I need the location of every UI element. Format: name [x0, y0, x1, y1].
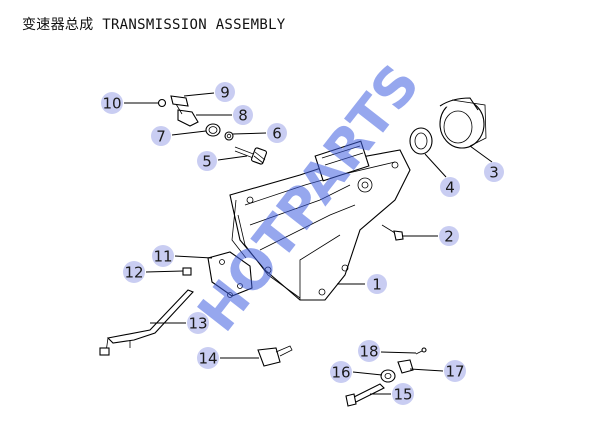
- callout-label-18: 18: [359, 343, 378, 361]
- callout-bubble-4: [440, 177, 460, 197]
- callout-bubble-15: [392, 383, 414, 405]
- callout-bubble-13: [187, 312, 209, 334]
- callout-label-7: 7: [156, 128, 166, 146]
- part-3-sleeve: [439, 97, 487, 149]
- callout-bubble-12: [123, 261, 145, 283]
- part-4-oil-seal: [409, 127, 433, 155]
- part-16-bushing: [380, 369, 396, 383]
- callout-bubble-17: [444, 360, 466, 382]
- callout-label-8: 8: [238, 107, 248, 125]
- callout-bubble-9: [215, 82, 235, 102]
- callout-labels: 1 2 3 4 5 6 7 8 9 10: [101, 82, 504, 405]
- callout-bubble-7: [151, 126, 171, 146]
- part-1-transmission-case: [229, 140, 411, 301]
- callout-label-16: 16: [331, 364, 350, 382]
- callout-label-3: 3: [489, 164, 499, 182]
- part-8-sensor: [175, 103, 199, 127]
- part-5-driven-gear: [234, 146, 268, 165]
- part-15-shaft: [345, 383, 385, 407]
- callout-bubble-11: [152, 245, 174, 267]
- callout-bubble-6: [267, 123, 287, 143]
- part-18-pin: [415, 347, 427, 355]
- page-title: 变速器总成 TRANSMISSION ASSEMBLY: [22, 17, 286, 33]
- callout-label-2: 2: [444, 228, 454, 246]
- callout-label-10: 10: [102, 95, 121, 113]
- callout-label-17: 17: [445, 363, 464, 381]
- callout-bubble-10: [101, 92, 123, 114]
- part-14-fork: [257, 345, 293, 367]
- callout-bubble-16: [330, 361, 352, 383]
- part-7-washer: [205, 123, 221, 137]
- callout-label-14: 14: [198, 350, 217, 368]
- callout-label-11: 11: [153, 248, 172, 266]
- callout-label-1: 1: [372, 276, 382, 294]
- callout-label-9: 9: [220, 84, 230, 102]
- callout-label-6: 6: [272, 125, 282, 143]
- part-2-bolt: [381, 224, 404, 241]
- part-6-o-ring: [224, 131, 234, 141]
- part-9-connector: [170, 95, 189, 107]
- part-12-bolt: [182, 267, 192, 276]
- callout-label-15: 15: [393, 386, 412, 404]
- callout-bubble-8: [233, 105, 253, 125]
- callout-bubble-2: [439, 226, 459, 246]
- callout-label-5: 5: [202, 153, 212, 171]
- callout-bubble-14: [197, 347, 219, 369]
- callout-bubble-1: [367, 274, 387, 294]
- callout-label-13: 13: [188, 315, 207, 333]
- callout-bubble-5: [197, 151, 217, 171]
- part-17-lever: [397, 359, 414, 374]
- callout-bubble-18: [358, 340, 380, 362]
- callout-bubble-3: [484, 162, 504, 182]
- part-11-cover: [207, 251, 253, 298]
- callout-label-4: 4: [445, 179, 455, 197]
- part-10-nut: [157, 98, 167, 108]
- callout-label-12: 12: [124, 264, 143, 282]
